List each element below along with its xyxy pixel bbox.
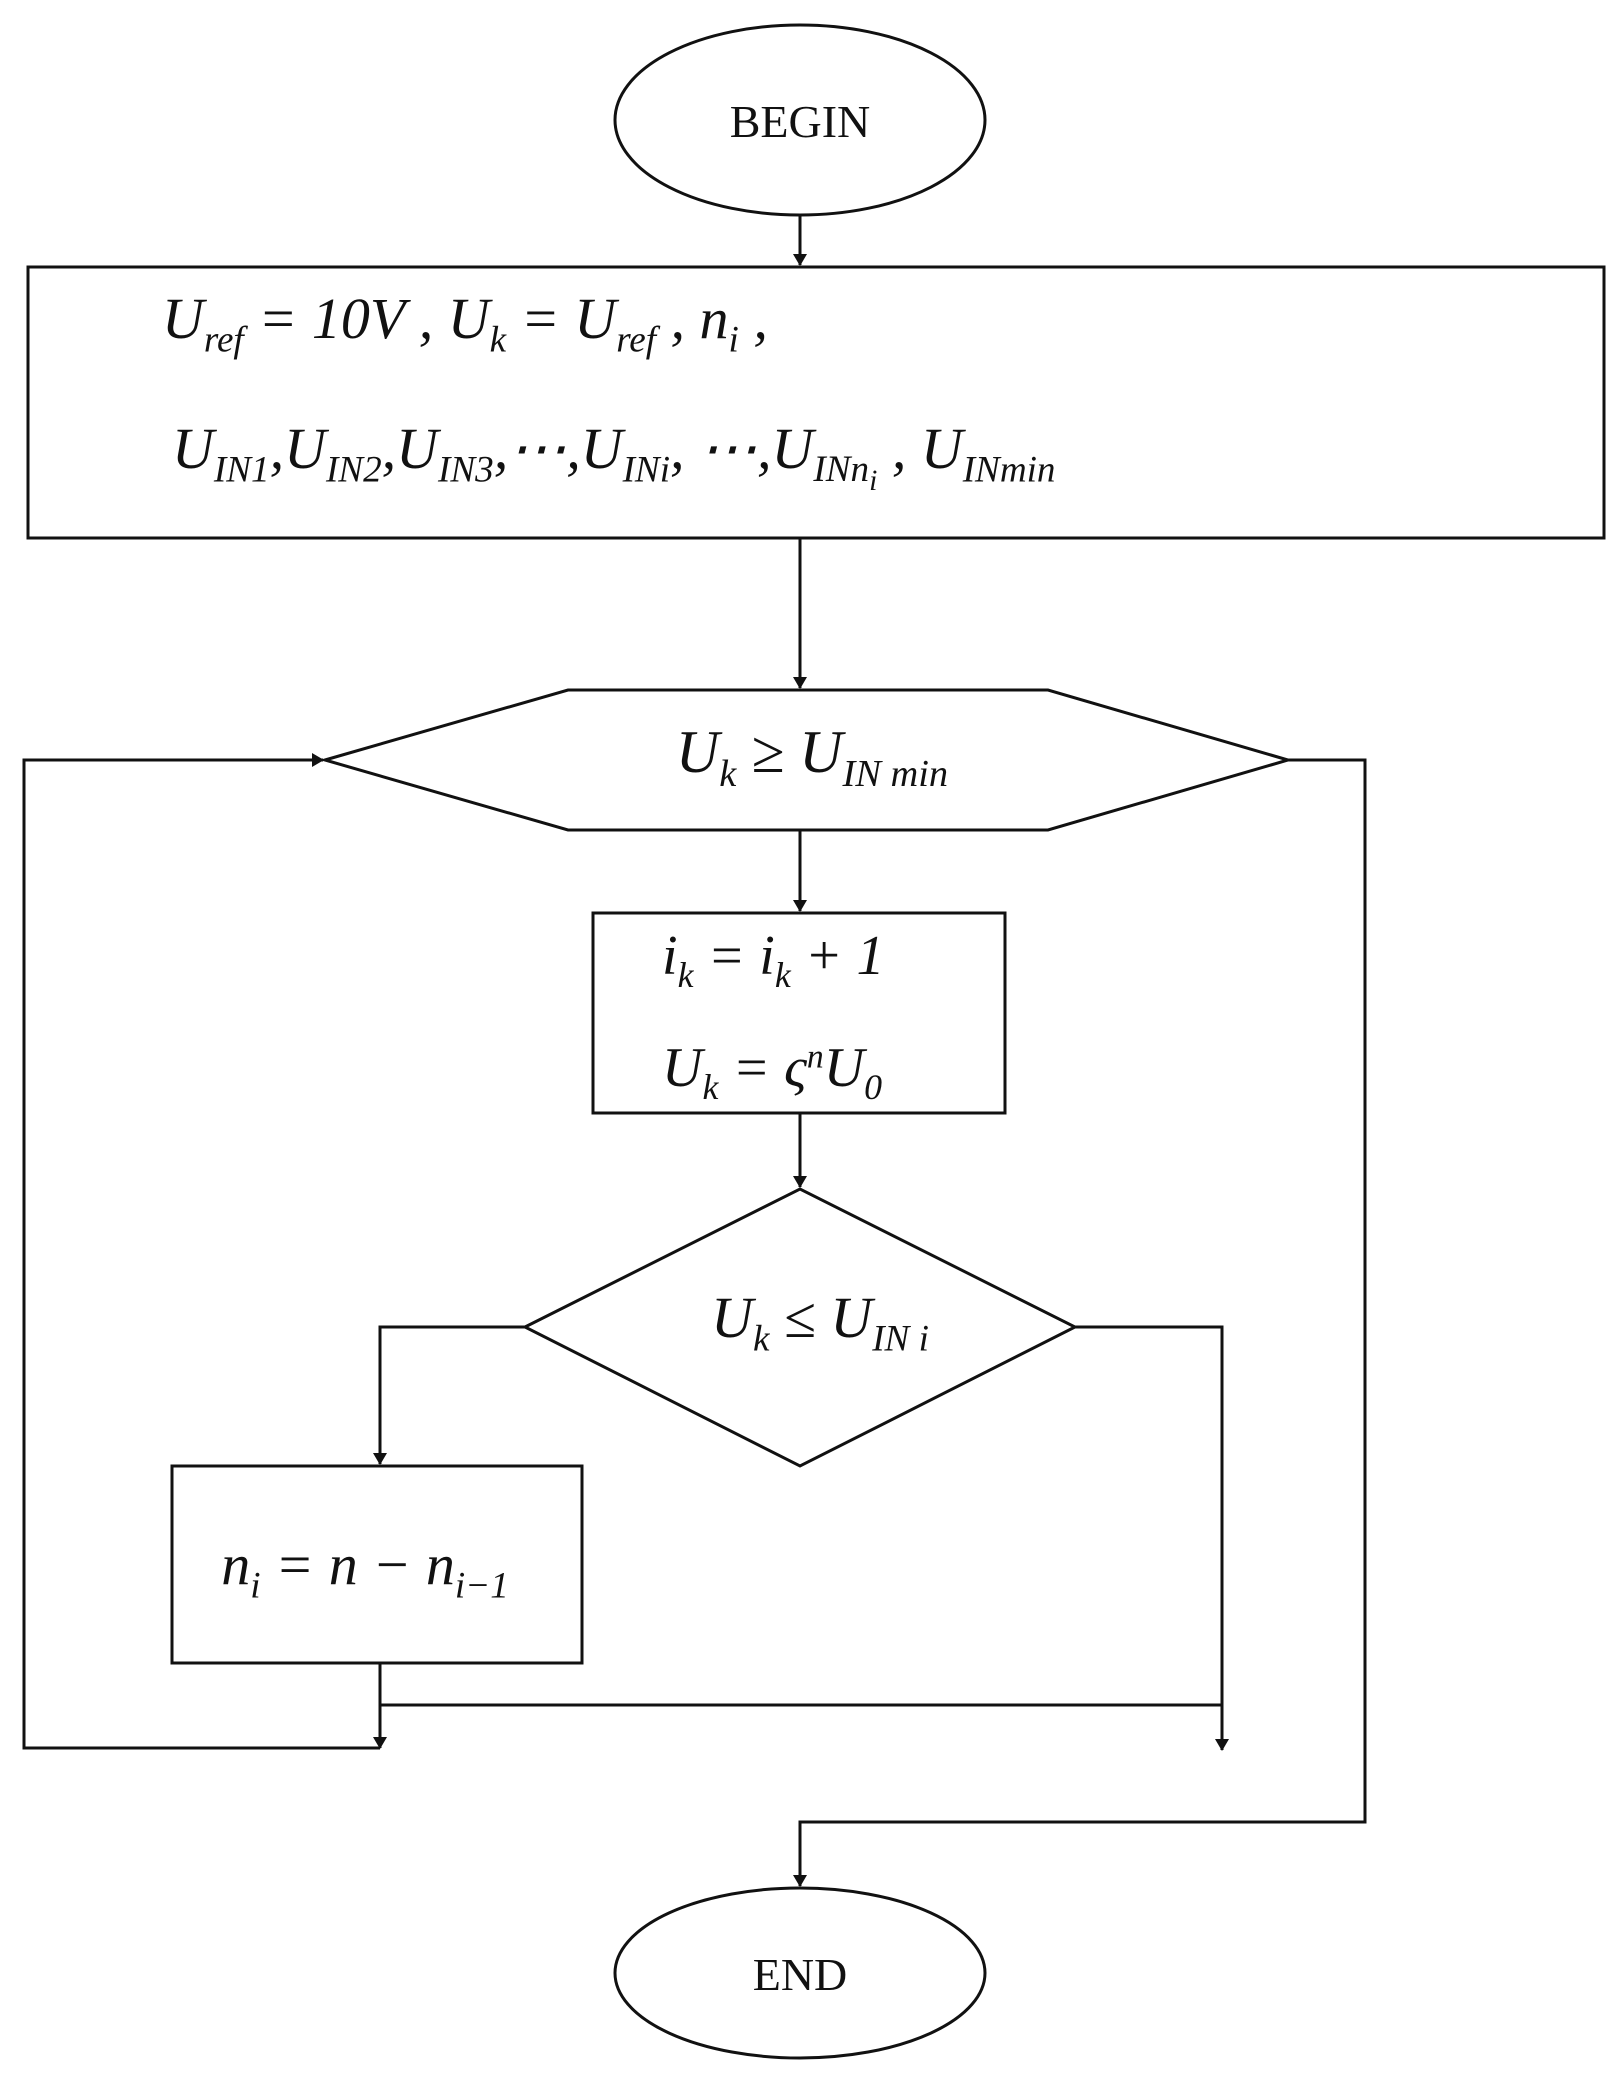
begin-label: BEGIN [729,96,871,147]
arrow-compare-right-branch [1075,1325,1229,1751]
loop-condition-label: Uk ≥ UIN min [675,719,949,795]
arrow-loop-exit-to-end [793,758,1367,1887]
init-line-2: UIN1,UIN2,UIN3,⋯,UINi, ⋯,UINni , UINmin [172,416,1056,498]
compare-condition-label: Uk ≤ UIN i [711,1285,929,1360]
loop-back-line [22,753,380,1750]
end-label: END [752,1949,848,2000]
init-box [26,265,1606,540]
end-terminal [613,1886,987,2060]
arrow-compare-to-assign [373,1325,525,1465]
init-line-1: Uref = 10V , Uk = Uref , ni , [162,286,768,361]
assign-label: ni = n − ni−1 [221,1532,509,1607]
assign-box [170,1464,584,1665]
process-line-1: ik = ik + 1 [662,925,885,995]
process-line-2: Uk = ςnU0 [662,1037,883,1107]
